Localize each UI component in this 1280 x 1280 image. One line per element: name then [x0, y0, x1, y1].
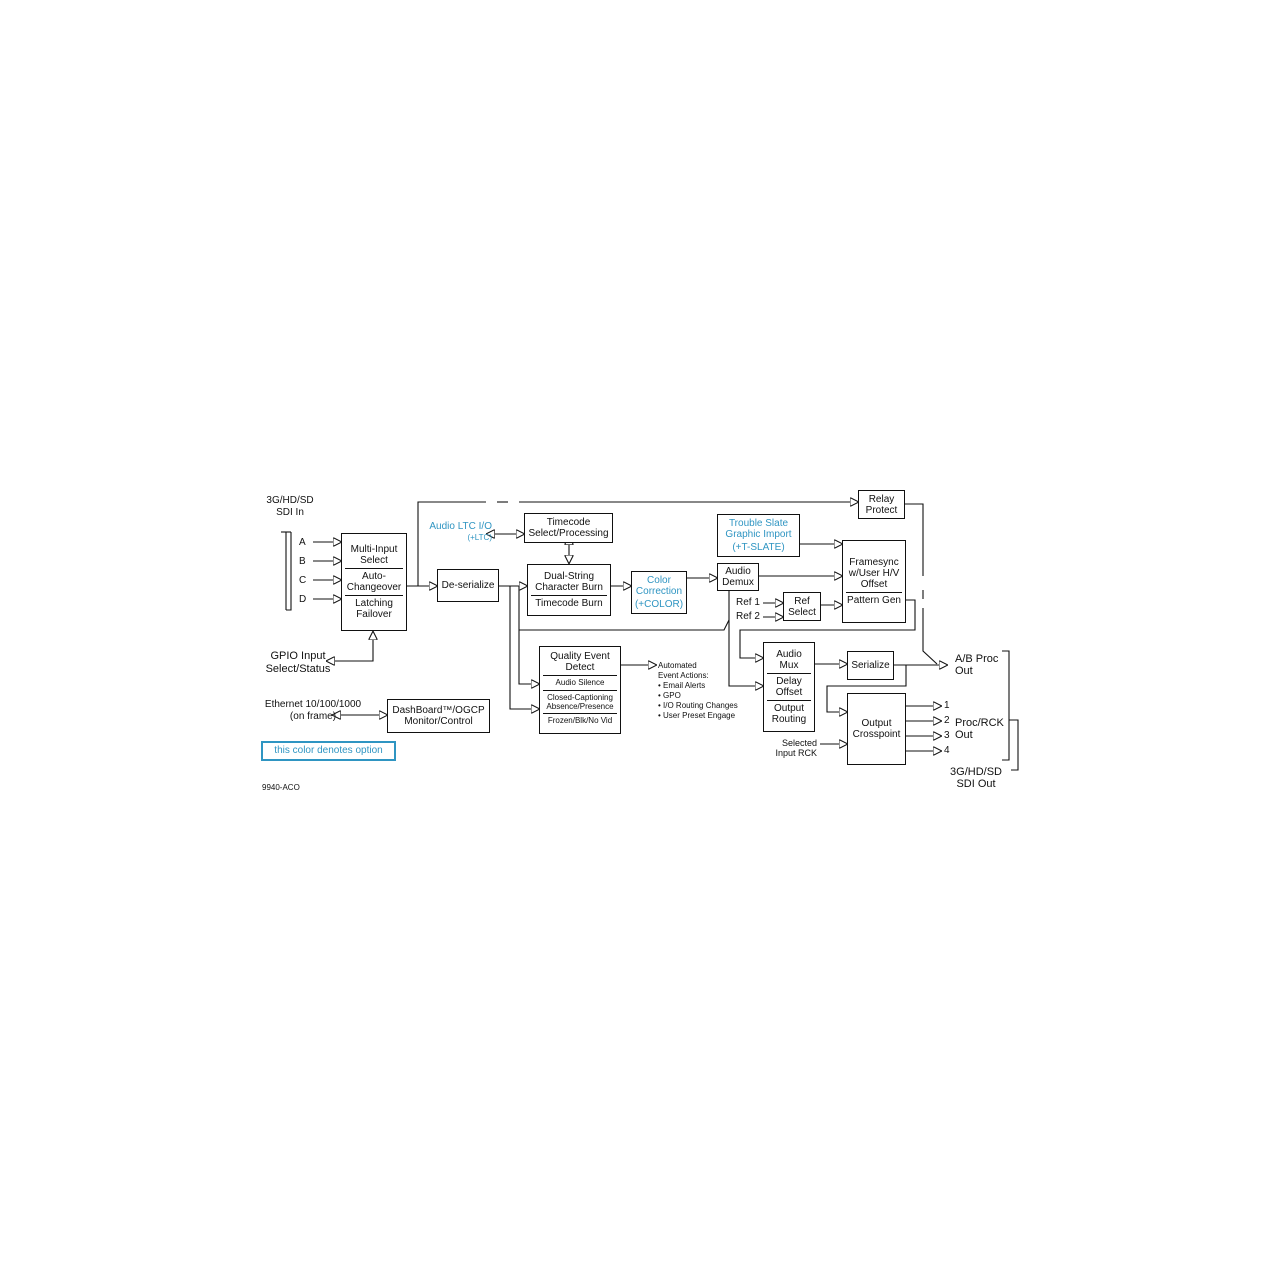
output-4-label: 4	[944, 745, 950, 756]
event-actions-list: Automated Event Actions: • Email Alerts …	[658, 661, 738, 720]
input-d-label: D	[299, 594, 307, 605]
input-c-label: C	[299, 575, 307, 586]
deserialize-block: De-serialize	[437, 569, 499, 602]
ref2-label: Ref 2	[736, 611, 760, 622]
serialize-block: Serialize	[847, 651, 894, 680]
audio-ltc-label: Audio LTC I/O (+LTC)	[429, 521, 492, 542]
ethernet-label: Ethernet 10/100/1000(on frame)	[264, 699, 362, 722]
input-b-label: B	[299, 556, 306, 567]
ref1-label: Ref 1	[736, 597, 760, 608]
output-2-label: 2	[944, 715, 950, 726]
output-3-label: 3	[944, 730, 950, 741]
option-color-legend: this color denotes option	[261, 741, 396, 761]
figure-id: 9940-ACO	[262, 783, 300, 792]
input-a-label: A	[299, 537, 306, 548]
output-1-label: 1	[944, 700, 950, 711]
